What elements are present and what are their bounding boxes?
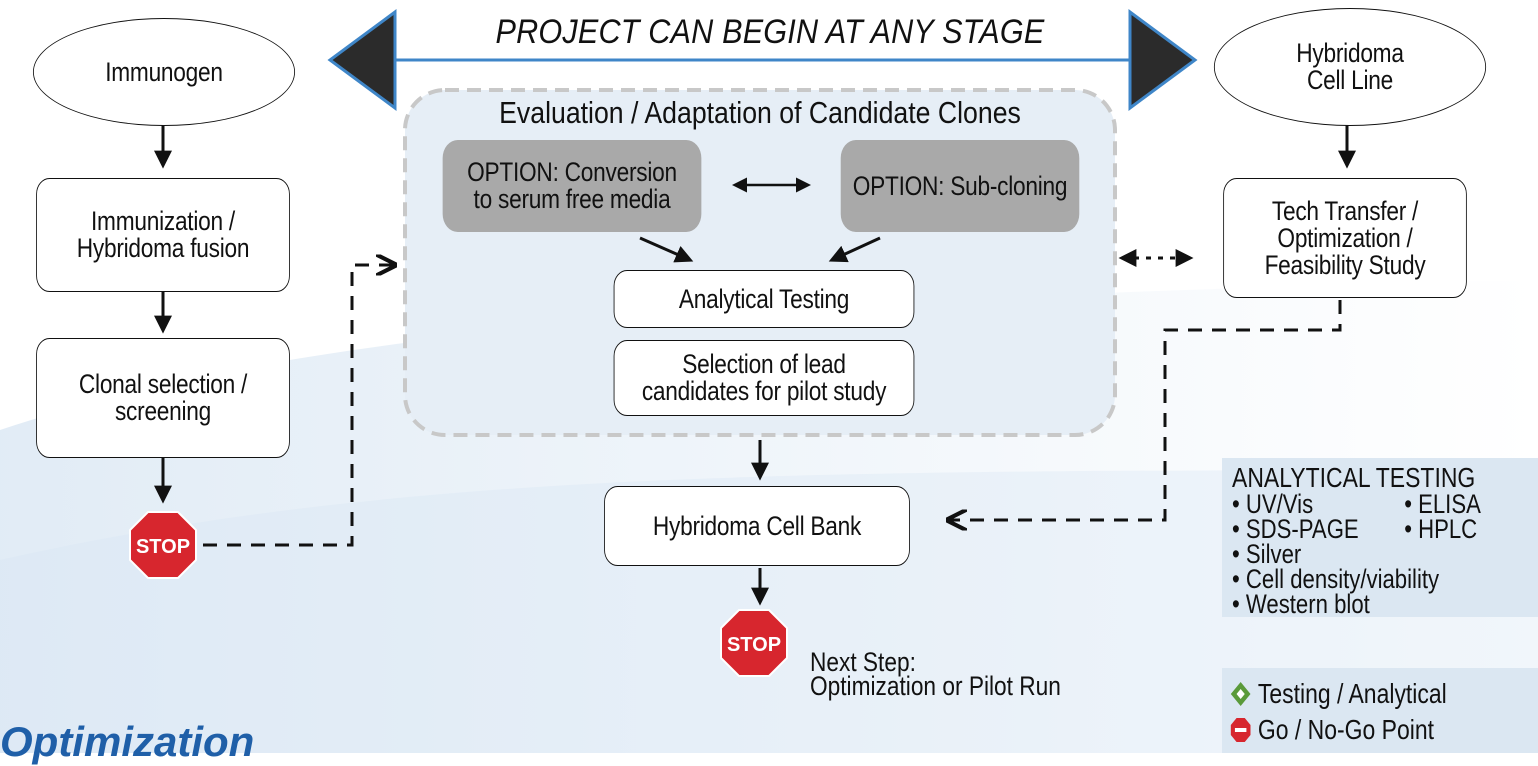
legend-row: • SDS-PAGE • HPLC: [1232, 514, 1483, 544]
stop-sign-icon: [1230, 718, 1251, 742]
legend-row: • Western blot: [1232, 589, 1483, 619]
node-immunogen-label: Immunogen: [105, 56, 223, 87]
key-testing-label: Testing / Analytical: [1257, 678, 1447, 709]
node-option-subcloning: OPTION: Sub-cloning: [840, 140, 1080, 232]
stop-sign-left-text: STOP: [136, 536, 190, 558]
key-row-testing: Testing / Analytical: [1230, 676, 1483, 712]
node-tech-transfer: Tech Transfer / Optimization / Feasibili…: [1223, 178, 1467, 298]
analytical-testing-panel: ANALYTICAL TESTING • UV/Vis • ELISA • SD…: [1222, 458, 1538, 619]
section-title-optimization: Optimization: [0, 718, 255, 765]
legend-row: • Silver: [1232, 539, 1483, 569]
key-row-gonogo: Go / No-Go Point: [1230, 712, 1483, 748]
node-clonal-label: Clonal selection / screening: [78, 369, 248, 426]
legend-title: ANALYTICAL TESTING: [1232, 462, 1476, 493]
node-hybridoma-cell-line: Hybridoma Cell Line: [1213, 8, 1487, 126]
dashed-stop-to-evaluation: [203, 265, 395, 547]
node-analytical-label: Analytical Testing: [678, 283, 850, 314]
arrow-serum-to-analytical: [639, 236, 694, 263]
legend-item: • Cell density/viability: [1232, 564, 1440, 594]
legend-item: • ELISA: [1404, 489, 1481, 519]
node-selection-label: Selection of lead candidates for pilot s…: [641, 349, 887, 406]
evaluation-title: Evaluation / Adaptation of Candidate Clo…: [499, 95, 1021, 130]
legend-key-panel: Testing / Analytical Go / No-Go Point: [1222, 668, 1538, 753]
node-clonal-selection: Clonal selection / screening: [36, 338, 290, 458]
node-hybridoma-cell-bank: Hybridoma Cell Bank: [604, 486, 910, 566]
banner-left-triangle: [327, 9, 397, 111]
node-immunization: Immunization / Hybridoma fusion: [36, 178, 290, 292]
legend-item: • UV/Vis: [1232, 489, 1314, 519]
legend-row: • Cell density/viability: [1232, 564, 1483, 594]
node-selection-lead: Selection of lead candidates for pilot s…: [613, 340, 915, 416]
stop-sign-left: STOP: [129, 511, 197, 579]
green-diamond-icon: [1230, 682, 1251, 706]
next-step-text: Next Step: Optimization or Pilot Run: [810, 647, 1061, 701]
node-option-serum-free: OPTION: Conversion to serum free media: [442, 140, 702, 232]
node-hybridoma-line-label: Hybridoma Cell Line: [1296, 38, 1404, 95]
arrow-subclone-to-analytical: [828, 236, 881, 263]
node-immunization-label: Immunization / Hybridoma fusion: [76, 206, 250, 263]
node-immunogen: Immunogen: [32, 18, 296, 126]
banner-title: PROJECT CAN BEGIN AT ANY STAGE: [495, 13, 1045, 51]
legend-item: • HPLC: [1404, 514, 1478, 544]
dashed-techtransfer-to-cellbank: [948, 300, 1342, 520]
node-option-subclone-label: OPTION: Sub-cloning: [852, 170, 1068, 201]
node-option-serum-label: OPTION: Conversion to serum free media: [467, 157, 677, 214]
node-analytical-testing: Analytical Testing: [613, 270, 915, 328]
legend-item: • SDS-PAGE: [1232, 514, 1359, 544]
node-cell-bank-label: Hybridoma Cell Bank: [652, 510, 862, 541]
legend-row: • UV/Vis • ELISA: [1232, 489, 1483, 519]
node-tech-transfer-label: Tech Transfer / Optimization / Feasibili…: [1264, 195, 1426, 280]
legend-item: • Silver: [1232, 539, 1302, 569]
key-gonogo-label: Go / No-Go Point: [1257, 714, 1434, 745]
stop-sign-center-text: STOP: [727, 634, 781, 656]
banner-right-triangle: [1128, 9, 1198, 111]
legend-item: • Western blot: [1232, 589, 1370, 619]
stop-sign-center: STOP: [720, 609, 788, 677]
